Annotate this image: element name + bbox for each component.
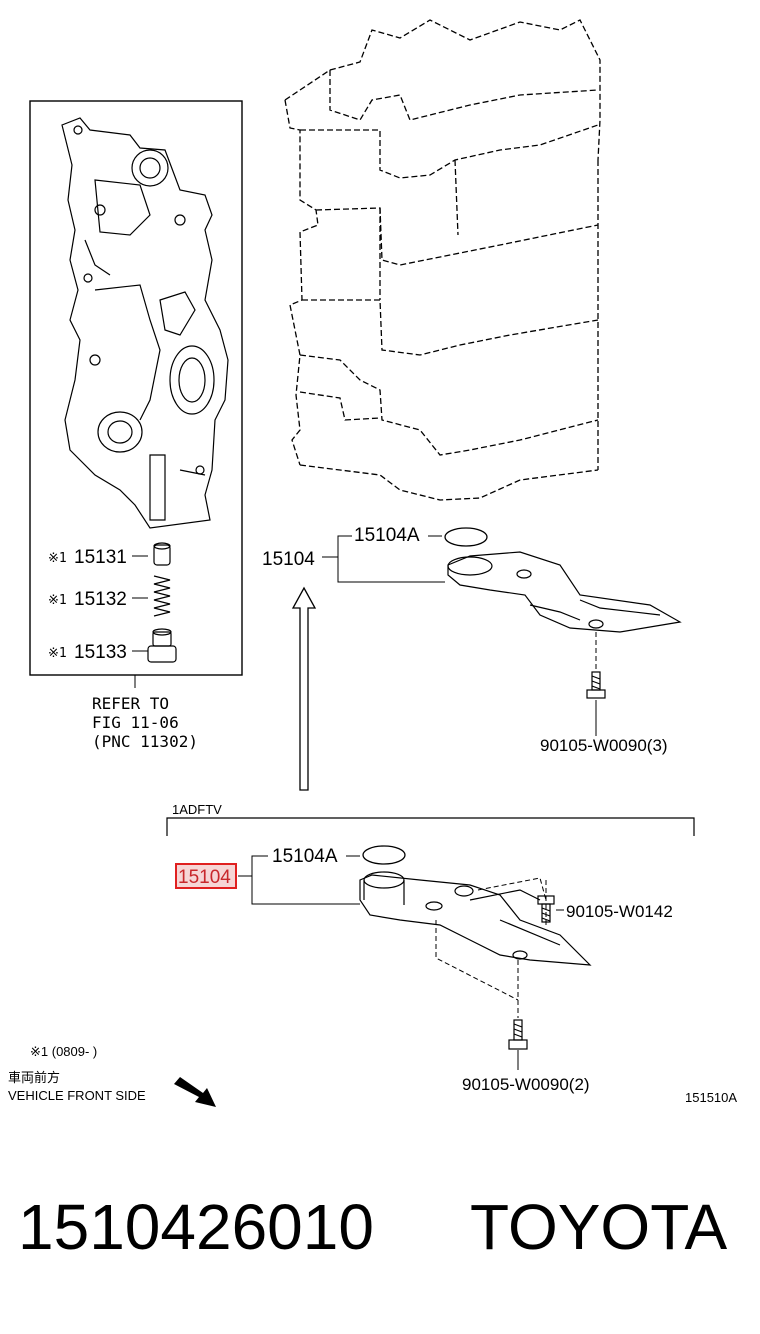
side-bolt-label[interactable]: 90105-W0142 bbox=[566, 902, 673, 921]
lower-oring-icon bbox=[362, 845, 406, 865]
front-side-jp: 車両前方 bbox=[8, 1070, 60, 1085]
inset-mark-3: ※1 bbox=[48, 646, 67, 661]
upper-part-15104[interactable]: 15104 bbox=[262, 549, 315, 570]
inset-mark-2: ※1 bbox=[48, 593, 67, 608]
variant-label: 1ADFTV bbox=[172, 802, 222, 817]
side-bolt-icon bbox=[537, 895, 555, 923]
lower-gasket-15104a[interactable]: 15104A bbox=[272, 846, 338, 867]
front-side-en: VEHICLE FRONT SIDE bbox=[8, 1088, 146, 1103]
highlight-box bbox=[175, 863, 237, 889]
caption-brand: TOYOTA bbox=[470, 1191, 728, 1263]
refer-line-2[interactable]: FIG 11-06 bbox=[92, 713, 179, 732]
inset-part-15131[interactable]: 15131 bbox=[74, 547, 127, 568]
plug-15131-icon bbox=[153, 542, 171, 566]
lower-leaders bbox=[238, 855, 360, 905]
upper-bolt-icon bbox=[586, 671, 606, 699]
bottom-bolt-icon bbox=[508, 1019, 528, 1050]
bottom-bolt-label[interactable]: 90105-W0090(2) bbox=[462, 1075, 590, 1094]
plug-15133-icon bbox=[147, 628, 177, 663]
spring-15132-icon bbox=[153, 575, 171, 617]
lower-part-15104[interactable]: 15104 bbox=[178, 867, 231, 888]
engine-block-outline bbox=[284, 19, 601, 501]
figure-code: 151510A bbox=[685, 1090, 737, 1105]
inset-frame bbox=[29, 100, 243, 676]
lower-strainer-icon bbox=[359, 871, 592, 966]
upper-oring-icon bbox=[444, 527, 488, 547]
caption-part-number: 1510426010 bbox=[18, 1191, 374, 1263]
footnote: ※1 (0809- ) bbox=[30, 1044, 97, 1059]
timing-cover-illustration bbox=[61, 117, 229, 529]
variant-bracket bbox=[166, 817, 695, 836]
inset-mark-1: ※1 bbox=[48, 551, 67, 566]
inset-part-15132[interactable]: 15132 bbox=[74, 589, 127, 610]
upper-bolt-label[interactable]: 90105-W0090(3) bbox=[540, 736, 668, 755]
refer-line-3: (PNC 11302) bbox=[92, 732, 198, 751]
upper-strainer-icon bbox=[447, 551, 682, 633]
up-arrow-icon bbox=[291, 586, 317, 791]
upper-leaders bbox=[322, 535, 445, 583]
upper-gasket-15104a[interactable]: 15104A bbox=[354, 525, 420, 546]
front-direction-arrow-icon bbox=[174, 1077, 216, 1107]
lower-dashed-guides bbox=[435, 877, 547, 1018]
refer-line-1: REFER TO bbox=[92, 694, 169, 713]
inset-part-15133[interactable]: 15133 bbox=[74, 642, 127, 663]
